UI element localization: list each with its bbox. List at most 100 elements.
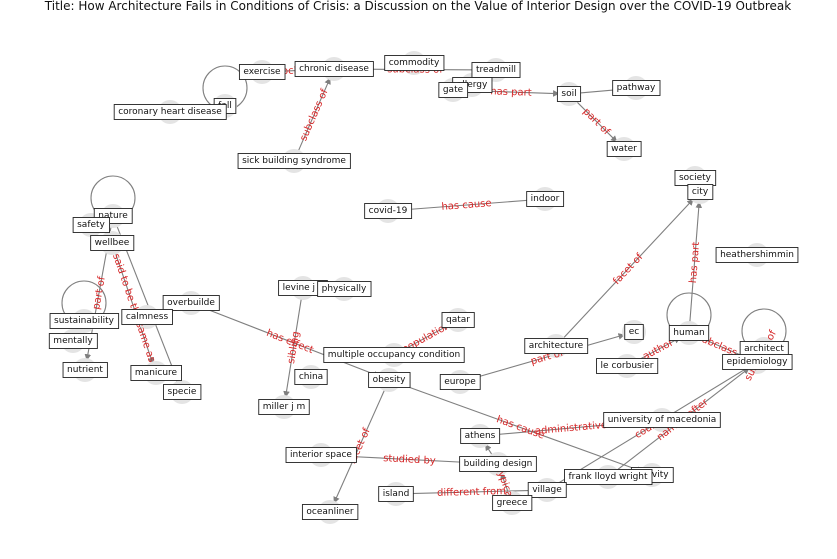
node-label: sick building syndrome (242, 156, 346, 166)
node-box (460, 428, 501, 444)
node-frank-lloyd-wright[interactable]: frank lloyd wright (564, 469, 653, 485)
node-overbuilde[interactable]: overbuilde (162, 295, 220, 311)
node-label: allergy (457, 80, 488, 90)
node-wellbee[interactable]: wellbee (90, 235, 135, 251)
node-manicure[interactable]: manicure (130, 365, 182, 381)
node-label: nature (98, 211, 128, 221)
node-obesity[interactable]: obesity (368, 372, 411, 388)
node-box (606, 141, 642, 157)
node-box (722, 354, 793, 370)
edge-label: different from (437, 486, 506, 499)
node-label: university of macedonia (608, 415, 717, 425)
node-exercise[interactable]: exercise (238, 64, 286, 80)
edge-multiple-occupancy-to-qatar (402, 324, 450, 351)
node-box (364, 203, 413, 219)
edge-label: facet of (611, 251, 645, 287)
node-label: levine j a (283, 283, 324, 293)
node-commodity[interactable]: commodity (384, 55, 445, 71)
node-building-design[interactable]: building design (459, 456, 537, 472)
edge-covid19-to-indoor (397, 196, 536, 211)
node-box (294, 61, 374, 77)
node-box (49, 313, 120, 329)
node-box (596, 358, 659, 374)
node-village[interactable]: village (527, 482, 567, 498)
node-europe[interactable]: europe (439, 374, 481, 390)
node-athens[interactable]: athens (460, 428, 501, 444)
node-box (687, 184, 714, 200)
node-label: overbuilde (167, 298, 215, 308)
node-chronic-disease[interactable]: chronic disease (294, 61, 374, 77)
node-box (603, 412, 721, 428)
edge-island-to-village (405, 487, 538, 495)
node-label: physically (322, 284, 367, 294)
node-box (624, 324, 644, 340)
node-interior-space[interactable]: interior space (285, 447, 357, 463)
node-water[interactable]: water (606, 141, 642, 157)
node-label: calmness (126, 312, 169, 322)
edge-europe-to-ec (469, 333, 626, 380)
node-covid19[interactable]: covid-19 (364, 203, 413, 219)
node-multiple-occupancy[interactable]: multiple occupancy condition (323, 347, 465, 363)
node-box (612, 80, 661, 96)
node-label: manicure (135, 368, 178, 378)
edge-obesity-to-oceanliner (333, 388, 386, 504)
edge-label: studied by (383, 453, 436, 467)
node-specie[interactable]: specie (163, 384, 202, 400)
node-label: europe (444, 377, 476, 387)
edge-wellbee-to-manicure (114, 252, 155, 365)
edge-architecture-to-city (562, 198, 694, 340)
node-le-corbusier[interactable]: le corbusier (596, 358, 659, 374)
node-society[interactable]: society (674, 170, 717, 186)
node-label: multiple occupancy condition (328, 350, 460, 360)
node-box (62, 362, 108, 378)
node-heathershimmin[interactable]: heathershimmin (715, 247, 799, 263)
edge-overbuilde-to-obesity (200, 306, 381, 378)
node-box (556, 86, 582, 102)
node-city[interactable]: city (687, 184, 714, 200)
node-label: treadmill (476, 65, 516, 75)
node-pathway[interactable]: pathway (612, 80, 661, 96)
node-miller[interactable]: miller j m (258, 399, 310, 415)
node-label: city (692, 187, 709, 197)
node-university-macedonia[interactable]: university of macedonia (603, 412, 721, 428)
node-box (238, 64, 286, 80)
node-label: architecture (529, 341, 584, 351)
node-human[interactable]: human (668, 325, 710, 341)
node-treadmill[interactable]: treadmill (471, 62, 521, 78)
node-sustainability[interactable]: sustainability (49, 313, 120, 329)
node-label: pathway (617, 83, 656, 93)
node-epidemiology[interactable]: epidemiology (722, 354, 793, 370)
node-island[interactable]: island (378, 486, 414, 502)
edge-label: subclass of (298, 87, 330, 143)
node-label: epidemiology (727, 357, 788, 367)
node-architecture[interactable]: architecture (524, 338, 589, 354)
node-label: architect (744, 344, 784, 354)
node-box (378, 486, 414, 502)
node-qatar[interactable]: qatar (441, 312, 475, 328)
node-coronary-heart-disease[interactable]: coronary heart disease (113, 104, 227, 120)
node-label: athens (465, 431, 496, 441)
node-greece[interactable]: greece (492, 495, 533, 511)
node-gate[interactable]: gate (438, 82, 469, 98)
node-china[interactable]: china (294, 369, 328, 385)
node-label: greece (497, 498, 528, 508)
node-calmness[interactable]: calmness (121, 309, 173, 325)
node-box (258, 399, 310, 415)
node-label: coronary heart disease (118, 107, 222, 117)
node-mentally[interactable]: mentally (48, 333, 98, 349)
node-label: oceanliner (306, 507, 353, 517)
edge-label: has cause (441, 198, 492, 213)
node-box (163, 384, 202, 400)
node-safety[interactable]: safety (72, 217, 111, 233)
edge-sick-building-syndrome-to-chronic-disease (297, 77, 331, 153)
node-box (237, 153, 351, 169)
node-label: building design (464, 459, 533, 469)
node-nutrient[interactable]: nutrient (62, 362, 108, 378)
node-sick-building-syndrome[interactable]: sick building syndrome (237, 153, 351, 169)
node-label: chronic disease (299, 64, 369, 74)
node-soil[interactable]: soil (556, 86, 582, 102)
node-ec[interactable]: ec (624, 324, 644, 340)
node-physically[interactable]: physically (317, 281, 372, 297)
node-indoor[interactable]: indoor (526, 191, 565, 207)
node-oceanliner[interactable]: oceanliner (301, 504, 359, 520)
